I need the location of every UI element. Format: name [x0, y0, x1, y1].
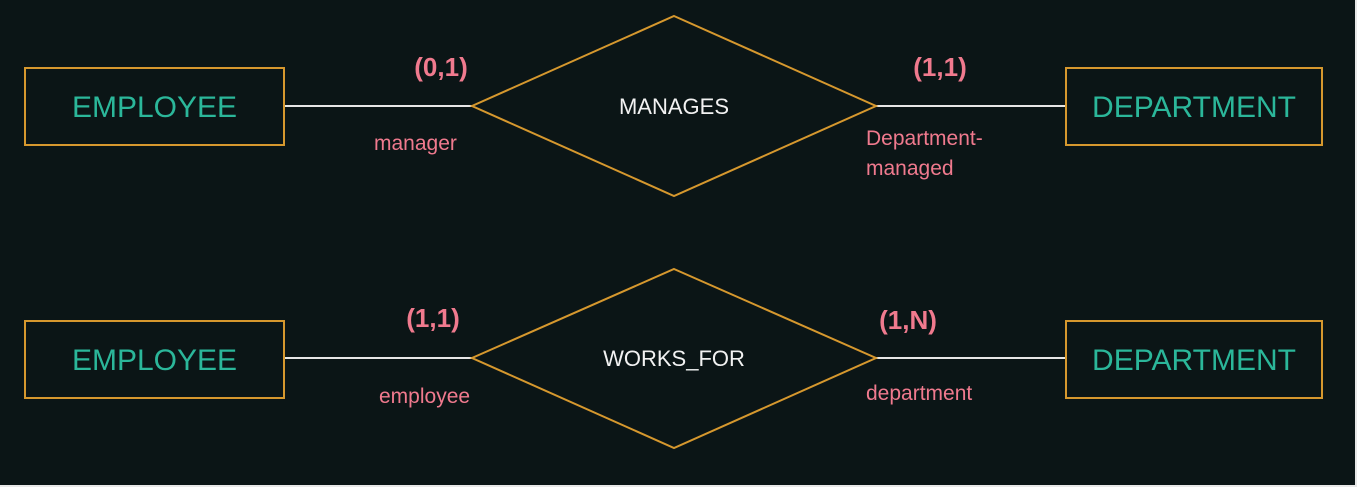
entity-box — [24, 67, 285, 146]
left-cardinality-label: (0,1) — [414, 52, 467, 82]
relationship-label: WORKS_FOR — [603, 346, 745, 371]
entity-label: DEPARTMENT — [1092, 344, 1296, 377]
manages-relationship-row: EMPLOYEE MANAGES DEPARTMENT (0,1) (1,1) … — [24, 14, 1323, 198]
relationship-manages[interactable]: MANAGES — [469, 14, 879, 198]
entity-label: EMPLOYEE — [72, 91, 237, 124]
entity-box — [1065, 320, 1323, 399]
relationship-diamond — [469, 14, 879, 198]
entity-employee-1[interactable]: EMPLOYEE — [24, 67, 285, 146]
relationship-label: MANAGES — [619, 94, 729, 119]
entity-label: EMPLOYEE — [72, 344, 237, 377]
works-for-relationship-row: EMPLOYEE WORKS_FOR DEPARTMENT (1,1) (1,N… — [24, 267, 1323, 450]
left-role-label: manager — [374, 132, 457, 155]
entity-box — [1065, 67, 1323, 146]
relationship-diamond — [469, 267, 879, 450]
entity-box — [24, 320, 285, 399]
entity-department-1[interactable]: DEPARTMENT — [1065, 67, 1323, 146]
left-cardinality-label: (1,1) — [406, 303, 459, 333]
right-role-label: department — [866, 382, 972, 405]
entity-label: DEPARTMENT — [1092, 91, 1296, 124]
entity-department-2[interactable]: DEPARTMENT — [1065, 320, 1323, 399]
right-cardinality-label: (1,N) — [879, 305, 937, 335]
entity-employee-2[interactable]: EMPLOYEE — [24, 320, 285, 399]
right-role-label-line2: managed — [866, 157, 954, 180]
relationship-works-for[interactable]: WORKS_FOR — [469, 267, 879, 450]
left-role-label: employee — [379, 385, 470, 408]
right-cardinality-label: (1,1) — [913, 52, 966, 82]
right-role-label-line1: Department- — [866, 127, 983, 150]
